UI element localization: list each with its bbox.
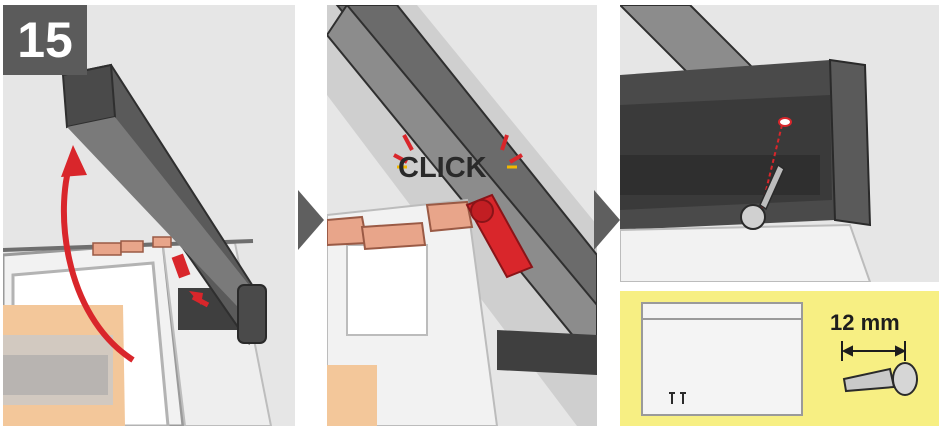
click-panel [327, 5, 597, 426]
click-sound-label: CLICK [398, 152, 487, 185]
step-15-panel-lift: 15 [3, 5, 295, 426]
click-into-place-illustration [327, 5, 597, 426]
dimension-arrow-icon [842, 341, 905, 361]
screw-fix-panel [620, 5, 939, 282]
screw-icon [844, 363, 917, 395]
screw-fixing-illustration [620, 5, 939, 282]
screw-length-label: 12 mm [830, 310, 900, 336]
next-step-arrow-icon [298, 190, 324, 250]
step-number-badge: 15 [3, 5, 87, 75]
next-step-arrow-icon [594, 190, 620, 250]
